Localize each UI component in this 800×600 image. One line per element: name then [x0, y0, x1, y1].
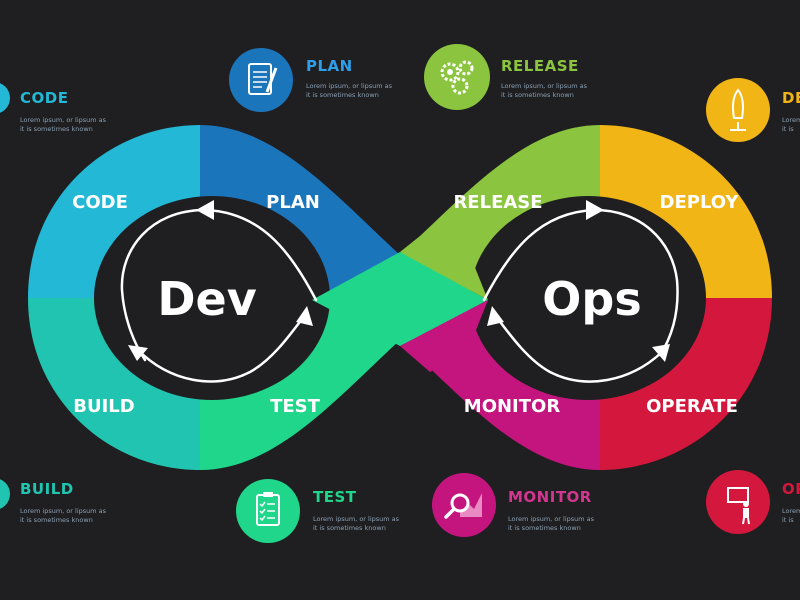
- loop-label-plan: PLAN: [266, 192, 320, 213]
- panel-desc-monitor: Lorem ipsum, or lipsum as it is sometime…: [508, 515, 595, 532]
- panel-desc-deploy: Lorem it is: [782, 116, 800, 133]
- panel-desc-code: Lorem ipsum, or lipsum as it is sometime…: [20, 116, 107, 133]
- arrowhead-icon: [652, 344, 670, 362]
- loop-label-operate: OPERATE: [646, 396, 738, 417]
- loop-label-test: TEST: [270, 396, 321, 417]
- panel-desc-operate: Lorem it is: [782, 507, 800, 524]
- loop-label-build: BUILD: [73, 396, 134, 417]
- panel-title-test: TEST: [313, 488, 357, 506]
- ops-inner-hole: [470, 196, 706, 400]
- loop-label-release: RELEASE: [453, 192, 542, 213]
- loop-crossing-band-bottom: [400, 300, 488, 372]
- clipboard-pencil-icon: [248, 63, 278, 95]
- ops-label: Ops: [542, 272, 641, 326]
- operate-icon-circle: [706, 470, 770, 534]
- panel-desc-build: Lorem ipsum, or lipsum as it is sometime…: [20, 507, 107, 524]
- panel-title-build: BUILD: [20, 480, 74, 498]
- ops-cycle-arrow: [493, 313, 664, 383]
- panel-title-monitor: MONITOR: [508, 488, 592, 506]
- dev-cycle-arrow: [120, 208, 318, 362]
- magnifier-chart-icon: [444, 493, 482, 519]
- panel-title-plan: PLAN: [306, 57, 353, 75]
- panel-title-operate: OP: [782, 480, 800, 498]
- panel-desc-release: Lorem ipsum, or lipsum as it is sometime…: [501, 82, 588, 99]
- arrowhead-icon: [586, 200, 604, 220]
- dev-inner-hole: [94, 196, 330, 400]
- arrowhead-icon: [487, 306, 504, 326]
- panel-desc-test: Lorem ipsum, or lipsum as it is sometime…: [313, 515, 400, 532]
- code-icon: [0, 82, 10, 114]
- presenter-icon: [727, 487, 750, 525]
- loop-label-monitor: MONITOR: [464, 396, 561, 417]
- rocket-icon: [730, 88, 746, 131]
- loop-crossing-band-top: [400, 228, 488, 300]
- release-icon-circle: [424, 44, 490, 110]
- arrowhead-icon: [196, 200, 214, 220]
- panel-title-code: CODE: [20, 89, 69, 107]
- checklist-icon: [256, 492, 280, 526]
- panel-title-deploy: DE: [782, 89, 800, 107]
- arrowhead-icon: [296, 306, 313, 326]
- ops-cycle-arrow: [482, 208, 679, 357]
- build-icon: [0, 478, 10, 510]
- loop-label-deploy: DEPLOY: [660, 192, 740, 213]
- panel-title-release: RELEASE: [501, 57, 579, 75]
- plan-icon-circle: [229, 48, 293, 112]
- panel-desc-plan: Lorem ipsum, or lipsum as it is sometime…: [306, 82, 393, 99]
- test-icon-circle: [236, 479, 300, 543]
- gears-icon: [440, 60, 474, 95]
- arrowhead-icon: [128, 345, 148, 361]
- dev-cycle-arrow: [136, 313, 307, 383]
- dev-label: Dev: [157, 272, 256, 326]
- loop-label-code: CODE: [72, 192, 128, 213]
- monitor-icon-circle: [432, 473, 496, 537]
- deploy-icon-circle: [706, 78, 770, 142]
- loop-crossing-band: [312, 252, 488, 346]
